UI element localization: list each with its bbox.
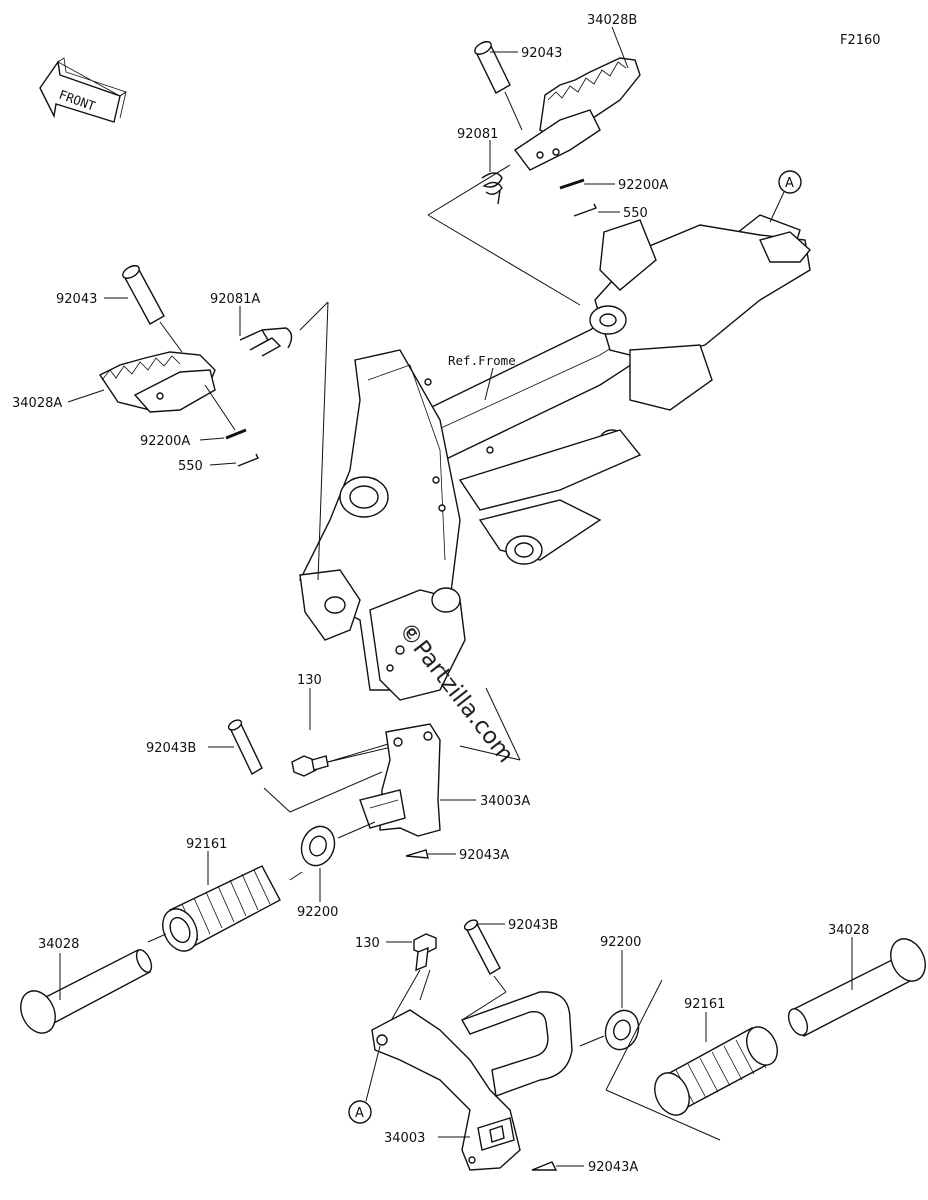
spring-92081 [481, 172, 503, 205]
footpeg-34028A [98, 351, 216, 413]
pin-92043B-upper [227, 719, 263, 775]
bolt-130-lower [413, 933, 437, 972]
rubber-92161-right [654, 1026, 778, 1116]
label-92200-right: 92200 [600, 935, 641, 950]
label-34028-left: 34028 [38, 937, 79, 952]
label-92081: 92081 [457, 127, 498, 142]
callout-a-bottom-label: A [355, 1106, 364, 1121]
label-34028-right: 34028 [828, 923, 869, 938]
figure-code: F2160 [840, 33, 881, 48]
label-92043-top: 92043 [521, 46, 562, 61]
callout-a-bottom [348, 1100, 372, 1124]
pin-92200A-left [225, 428, 247, 440]
ref-frame-leader [484, 367, 494, 401]
label-92043-left: 92043 [56, 292, 97, 307]
label-550-left: 550 [178, 459, 203, 474]
pin-92043-top [474, 41, 511, 94]
label-34028A: 34028A [12, 396, 62, 411]
bracket-34003A [359, 723, 441, 837]
cotter-92043A-upper [405, 849, 429, 859]
cotter-550-left [237, 453, 259, 467]
callout-a-top-label: A [785, 176, 794, 191]
callout-a-top [778, 170, 802, 194]
label-92043A-upper: 92043A [459, 848, 509, 863]
label-92043B-upper: 92043B [146, 741, 196, 756]
ref-frame-label: Ref.Frome [448, 353, 516, 368]
label-92200-left: 92200 [297, 905, 338, 920]
label-92161-right: 92161 [684, 997, 725, 1012]
label-92161-left: 92161 [186, 837, 227, 852]
bolt-130-upper [291, 755, 329, 777]
label-92200A-left: 92200A [140, 434, 190, 449]
label-130-lower: 130 [355, 936, 380, 951]
rubber-92161-left [162, 865, 281, 952]
pin-34028-right [787, 938, 926, 1037]
footpeg-34028B [513, 57, 641, 171]
label-34028B: 34028B [587, 13, 637, 28]
label-130-upper: 130 [297, 673, 322, 688]
pin-92043-left [122, 265, 165, 325]
cotter-550-top [573, 203, 597, 217]
front-arrow-icon [39, 57, 127, 123]
label-92043B-lower: 92043B [508, 918, 558, 933]
bracket-34003 [371, 991, 573, 1171]
spring-92081A [239, 327, 293, 357]
label-92043A-lower: 92043A [588, 1160, 638, 1175]
frame-drawing [299, 214, 811, 701]
pin-92200A-top [559, 178, 585, 190]
label-34003: 34003 [384, 1131, 425, 1146]
washer-92200-right [604, 1009, 640, 1051]
label-550-top: 550 [623, 206, 648, 221]
cotter-92043A-lower [531, 1161, 558, 1171]
label-92200A-top: 92200A [618, 178, 668, 193]
washer-92200-left [300, 825, 336, 867]
label-34003A: 34003A [480, 794, 530, 809]
label-92081A: 92081A [210, 292, 260, 307]
pin-92043B-lower [463, 919, 501, 975]
pin-34028-left [20, 949, 153, 1034]
